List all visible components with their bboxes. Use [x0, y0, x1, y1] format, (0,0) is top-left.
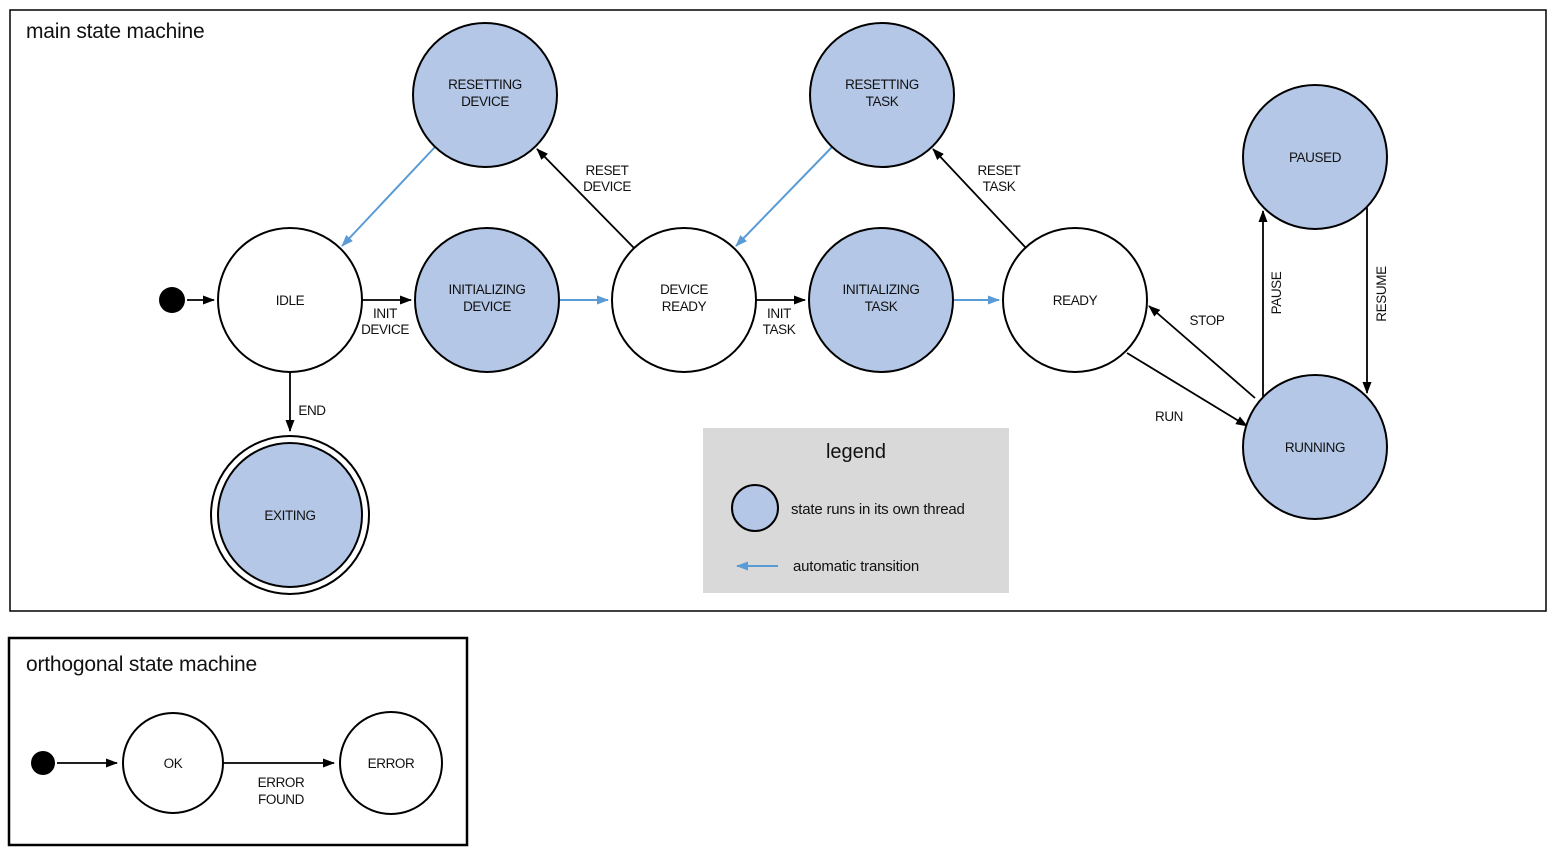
state-resetting-task: RESETTING TASK — [809, 22, 955, 168]
transition-label-init-task-line2: TASK — [763, 322, 796, 337]
state-label-ready: READY — [1053, 293, 1098, 308]
state-circle-error — [339, 711, 443, 815]
orthogonal-machine-title: orthogonal state machine — [26, 653, 257, 676]
state-label-resetting-task-line2: TASK — [866, 94, 899, 109]
state-label-running: RUNNING — [1285, 440, 1345, 455]
transition-label-reset-device-line2: DEVICE — [583, 179, 631, 194]
orthogonal-initial-state-dot — [31, 751, 55, 775]
state-error: ERROR — [339, 711, 443, 815]
main-machine-frame — [9, 9, 1547, 612]
transition-label-resume: RESUME — [1374, 266, 1389, 322]
transition-label-init-device-line2: DEVICE — [361, 322, 409, 337]
state-label-exiting: EXITING — [264, 508, 315, 523]
main-state-machine-group: main state machine INIT DEVICE INIT TASK… — [9, 9, 1547, 612]
state-label-initializing-task-line1: INITIALIZING — [843, 282, 920, 297]
state-label-resetting-device-line2: DEVICE — [461, 94, 509, 109]
state-circle-resetting-task — [809, 22, 955, 168]
legend-auto-transition-label: automatic transition — [793, 558, 919, 575]
state-running: RUNNING — [1242, 374, 1388, 520]
state-device-ready: DEVICE READY — [611, 227, 757, 373]
state-ok: OK — [122, 712, 224, 814]
transition-label-run: RUN — [1155, 409, 1183, 424]
state-initializing-task: INITIALIZING TASK — [808, 227, 954, 373]
auto-transition-resetting-task-to-device-ready — [735, 146, 833, 247]
legend: legend state runs in its own thread auto… — [703, 428, 1009, 593]
state-circle-running — [1242, 374, 1388, 520]
state-initializing-device: INITIALIZING DEVICE — [414, 227, 560, 373]
transition-run — [1126, 352, 1248, 427]
transition-label-pause: PAUSE — [1269, 271, 1284, 314]
state-ready: READY — [1002, 227, 1148, 373]
orthogonal-machine-frame — [7, 636, 469, 847]
transition-label-end: END — [298, 403, 326, 418]
transition-label-error-found-line1: ERROR — [258, 775, 305, 790]
legend-title: legend — [826, 441, 886, 463]
orthogonal-state-machine-group: orthogonal state machine ERROR FOUND OK … — [7, 636, 469, 847]
state-label-idle: IDLE — [276, 293, 305, 308]
transition-stop — [1148, 305, 1256, 399]
main-machine-title: main state machine — [26, 20, 205, 43]
state-circle-exiting — [217, 442, 363, 588]
state-idle: IDLE — [217, 227, 363, 373]
state-circle-paused — [1242, 84, 1388, 230]
state-circle-initializing-task — [808, 227, 954, 373]
state-paused: PAUSED — [1242, 84, 1388, 230]
state-label-device-ready-line1: DEVICE — [660, 282, 708, 297]
transition-label-reset-task-line2: TASK — [983, 179, 1016, 194]
transition-reset-task — [932, 148, 1027, 249]
transition-label-init-device-line1: INIT — [373, 306, 397, 321]
state-circle-resetting-device — [412, 22, 558, 168]
state-label-ok: OK — [164, 756, 183, 771]
legend-threaded-state-icon — [731, 484, 779, 532]
auto-transition-resetting-device-to-idle — [341, 146, 436, 247]
state-resetting-device: RESETTING DEVICE — [412, 22, 558, 168]
state-label-error: ERROR — [368, 756, 415, 771]
state-exiting-final: EXITING — [210, 435, 370, 595]
state-label-initializing-task-line2: TASK — [865, 299, 898, 314]
state-label-resetting-task-line1: RESETTING — [845, 77, 919, 92]
state-circle-initializing-device — [414, 227, 560, 373]
state-circle-ready — [1002, 227, 1148, 373]
transition-label-reset-device-line1: RESET — [585, 163, 628, 178]
state-label-initializing-device-line2: DEVICE — [463, 299, 511, 314]
transition-label-init-task-line1: INIT — [767, 306, 791, 321]
state-label-initializing-device-line1: INITIALIZING — [449, 282, 526, 297]
state-circle-ok — [122, 712, 224, 814]
transition-label-stop: STOP — [1190, 313, 1225, 328]
transition-label-error-found-line2: FOUND — [258, 792, 305, 807]
initial-state-dot — [159, 287, 185, 313]
legend-threaded-state-label: state runs in its own thread — [791, 501, 965, 518]
state-circle-device-ready — [611, 227, 757, 373]
transition-label-reset-task-line1: RESET — [977, 163, 1020, 178]
state-label-resetting-device-line1: RESETTING — [448, 77, 522, 92]
state-label-device-ready-line2: READY — [662, 299, 707, 314]
state-label-paused: PAUSED — [1289, 150, 1342, 165]
transition-reset-device — [536, 148, 635, 249]
state-circle-idle — [217, 227, 363, 373]
